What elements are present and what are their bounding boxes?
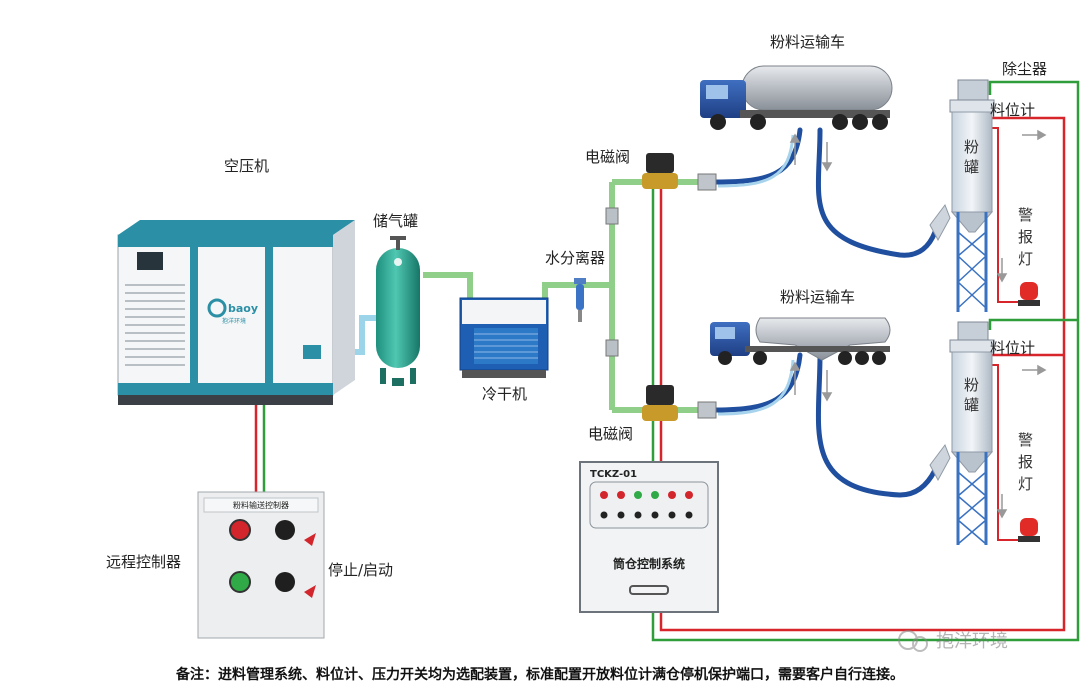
compressor-badge	[303, 345, 321, 359]
watermark: 抱洋环境	[898, 630, 1008, 652]
label-dust-collector: 除尘器	[1002, 60, 1047, 78]
label-air-compressor: 空压机	[224, 157, 269, 175]
cabinet-handle-icon	[629, 585, 669, 595]
start-knob-icon	[275, 572, 295, 592]
label-remote-controller: 远程控制器	[106, 553, 181, 571]
solenoid-valve-top	[642, 153, 717, 191]
hose-light	[717, 134, 795, 416]
powder-truck-bottom	[710, 317, 891, 365]
red-indicator-icon	[229, 519, 251, 541]
cabinet-name: 筒仓控制系统	[613, 556, 685, 571]
label-level-meter-bottom: 料位计	[990, 339, 1035, 357]
silo-bottom-char-1: 粉	[964, 376, 979, 394]
air-tank	[376, 236, 420, 386]
remote-controller-panel: 粉料输送控制器	[197, 491, 325, 639]
silo-top-char-2: 罐	[964, 158, 979, 176]
cabinet-logo	[664, 467, 710, 479]
label-solenoid-valve-bottom: 电磁阀	[588, 425, 633, 443]
compressor-brand: baoy	[228, 302, 258, 315]
watermark-text: 抱洋环境	[936, 631, 1008, 652]
pointer-arrow-icon	[304, 533, 316, 546]
alarm-top-char-1: 警	[1018, 206, 1033, 224]
pressure-switch-top	[605, 207, 619, 225]
label-level-meter-top: 料位计	[990, 101, 1035, 119]
alarm-top-char-3: 灯	[1018, 250, 1033, 268]
alarm-bottom-char-3: 灯	[1018, 475, 1033, 493]
solenoid-valve-bottom	[642, 385, 717, 421]
cabinet-model: TCKZ-01	[590, 469, 637, 480]
alarm-bottom-char-2: 报	[1018, 453, 1033, 471]
silo-top-char-1: 粉	[964, 138, 979, 156]
silo-bottom-char-2: 罐	[964, 396, 979, 414]
label-stop-start: 停止/启动	[328, 561, 393, 579]
powder-truck-top	[700, 65, 893, 130]
silo-bottom	[929, 321, 995, 545]
stop-knob-icon	[275, 520, 295, 540]
label-air-tank: 储气罐	[373, 212, 418, 230]
air-compressor: baoy 抱洋环境	[117, 220, 355, 405]
wechat-icon	[898, 630, 918, 650]
compressor-brand-sub: 抱洋环境	[222, 317, 246, 325]
alarm-top-char-2: 报	[1018, 228, 1033, 246]
silo-top	[929, 79, 995, 312]
alarm-light-top	[1018, 282, 1040, 306]
pressure-switch-bottom	[605, 339, 619, 357]
refrigerated-dryer	[459, 297, 549, 378]
footnote: 备注：进料管理系统、料位计、压力开关均为选配装置，标准配置开放料位计满仓停机保护…	[175, 666, 904, 683]
label-truck-top: 粉料运输车	[770, 33, 845, 51]
label-water-separator: 水分离器	[545, 249, 605, 267]
remote-panel-title: 粉料输送控制器	[233, 500, 289, 510]
alarm-bottom-char-1: 警	[1018, 431, 1033, 449]
silo-control-cabinet: TCKZ-01 筒仓控制系统	[579, 461, 719, 613]
pointer-arrow-icon-2	[304, 585, 316, 598]
flow-arrows	[789, 129, 1047, 519]
compressor-display	[137, 252, 163, 270]
green-indicator-icon	[229, 571, 251, 593]
label-dryer: 冷干机	[482, 385, 527, 403]
control-wiring	[254, 80, 1080, 642]
label-truck-bottom: 粉料运输车	[780, 288, 855, 306]
water-separator	[574, 278, 586, 322]
brand-logo-icon	[207, 298, 227, 318]
alarm-light-bottom	[1018, 518, 1040, 542]
label-solenoid-valve-top: 电磁阀	[585, 148, 630, 166]
